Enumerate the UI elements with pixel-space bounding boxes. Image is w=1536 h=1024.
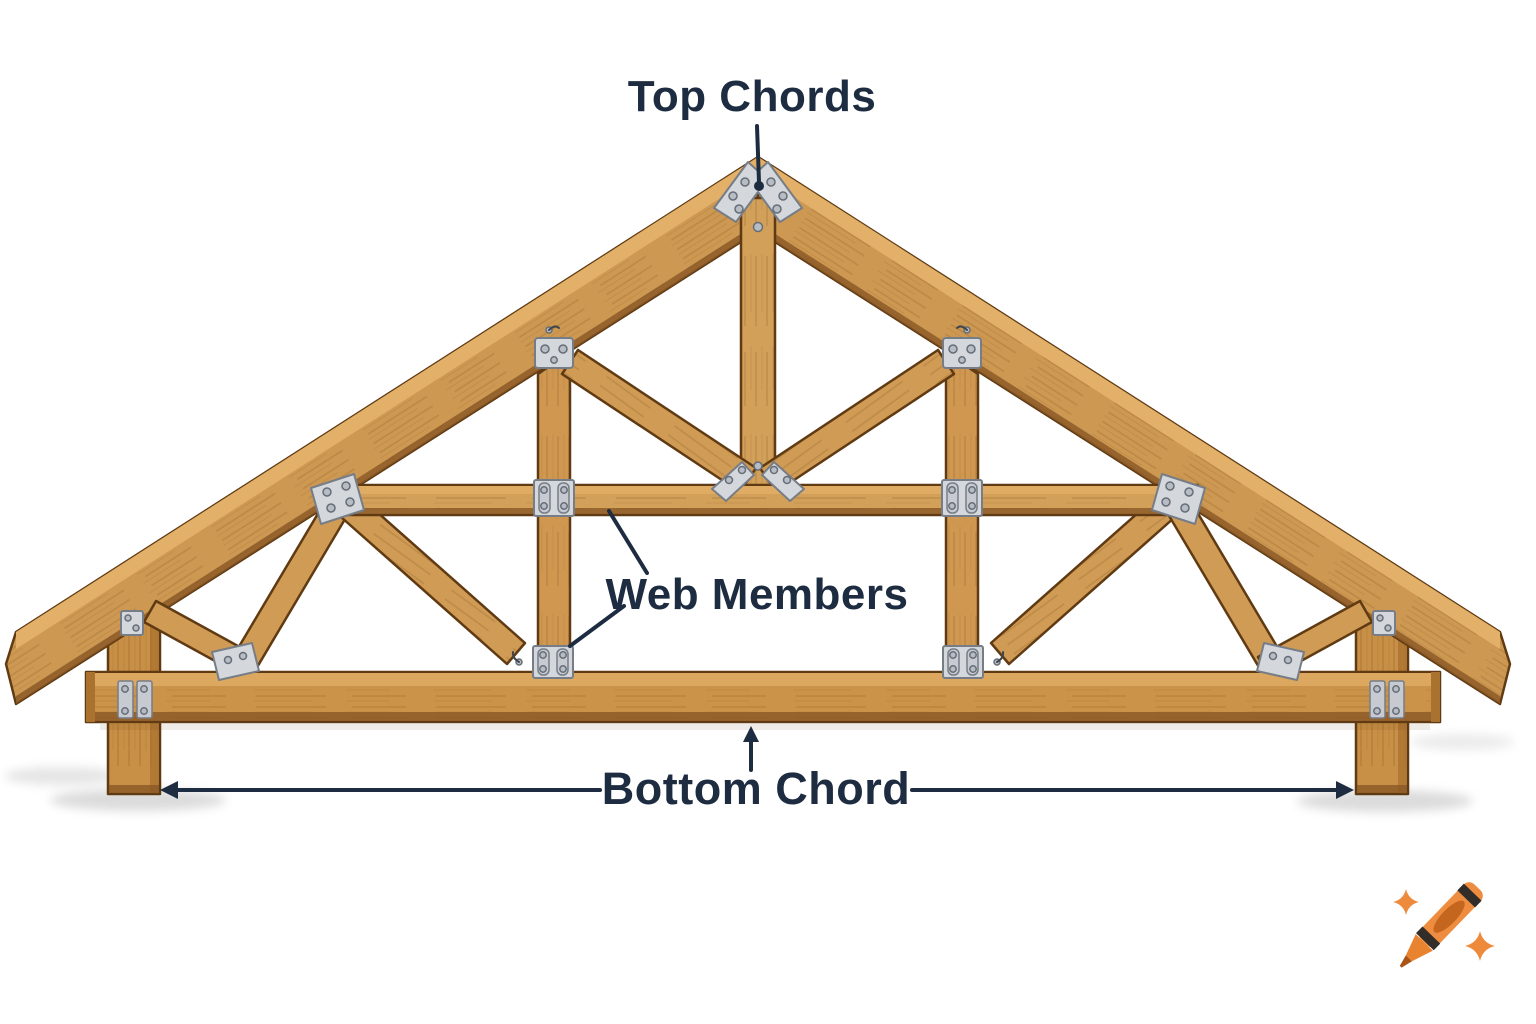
- bottom-chord-leader-line-right: [910, 781, 1354, 799]
- mid-beam: [338, 483, 1200, 517]
- label-bottom-chord: Bottom Chord: [601, 763, 911, 814]
- midbeam-gusset-left: [310, 473, 365, 525]
- bottom-chord-leader-arrow-up: [743, 726, 759, 772]
- web-members-leader-line-upper: [607, 509, 649, 575]
- label-top-chords: Top Chords: [627, 72, 877, 121]
- midbeam-gusset-right: [1151, 473, 1206, 525]
- leader-lines: [160, 124, 1354, 799]
- chord-leg-plate-right: [1369, 680, 1405, 719]
- sparkle-icon: [1465, 931, 1495, 961]
- vertical-bottom-plate-left: [511, 645, 574, 679]
- vertical-bottom-plate-right: [942, 645, 1005, 679]
- label-web-members: Web Members: [605, 570, 909, 619]
- heel-plate-right: [1256, 642, 1305, 681]
- connector-plates: [117, 161, 1405, 719]
- bottom-chord-leader-line-left: [160, 781, 602, 799]
- chord-leg-plate-left: [117, 680, 153, 719]
- vertical-top-plate-left: [534, 325, 574, 369]
- vertical-top-plate-right: [942, 325, 982, 369]
- leg-top-plate-left: [120, 610, 144, 636]
- heel-plate-left: [211, 642, 260, 681]
- apex-gusset-plate: [713, 161, 803, 233]
- craiyon-logo: [1393, 882, 1495, 968]
- web-members-leader-line-lower: [568, 604, 626, 648]
- sparkle-icon: [1393, 889, 1419, 915]
- midbeam-cross-plate-right: [941, 479, 983, 517]
- crayon-icon: [1399, 882, 1483, 968]
- bottom-chord: [84, 670, 1442, 730]
- king-post-base-plates: [711, 461, 805, 502]
- top-chords-leader-line: [754, 124, 764, 191]
- midbeam-cross-plate-left: [533, 479, 575, 517]
- king-post: [739, 196, 777, 510]
- leg-top-plate-right: [1372, 610, 1396, 636]
